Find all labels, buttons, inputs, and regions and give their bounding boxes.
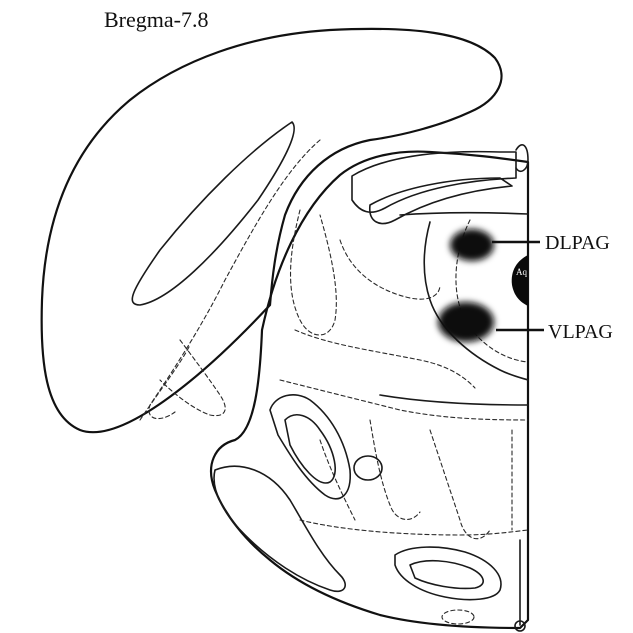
dlpag-label: DLPAG [545, 232, 610, 254]
aqueduct-label: Aq [516, 267, 527, 277]
ventral-dashed [300, 520, 528, 535]
tegmentum-dashed-f [430, 430, 490, 539]
colliculus-inner [370, 178, 512, 224]
midline-notch [516, 145, 528, 171]
cortex-outline [42, 29, 502, 432]
pons-structure [395, 547, 501, 600]
ventral-nucleus [442, 610, 474, 624]
tegmentum-dashed-e [370, 420, 420, 519]
cortex-layer-boundary [149, 140, 320, 419]
dlpag-lesion [450, 229, 494, 261]
medial-lemniscus [380, 395, 528, 405]
tegmentum-dashed-d [280, 380, 528, 420]
aqueduct [512, 255, 528, 306]
lateral-lemniscus-inner [285, 415, 335, 483]
small-nucleus-round [354, 456, 382, 480]
lateral-lemniscus [270, 395, 350, 499]
cerebral-peduncle [214, 466, 345, 591]
hippocampus-outline [132, 122, 294, 305]
vlpag-lesion [438, 302, 494, 342]
pons-inner [410, 561, 483, 589]
dorsal-horizontal [400, 213, 528, 215]
bregma-title: Bregma-7.8 [104, 7, 208, 32]
tegmentum-dashed-c [295, 330, 475, 388]
vlpag-label: VLPAG [548, 321, 613, 343]
midbrain-outline [211, 152, 528, 628]
